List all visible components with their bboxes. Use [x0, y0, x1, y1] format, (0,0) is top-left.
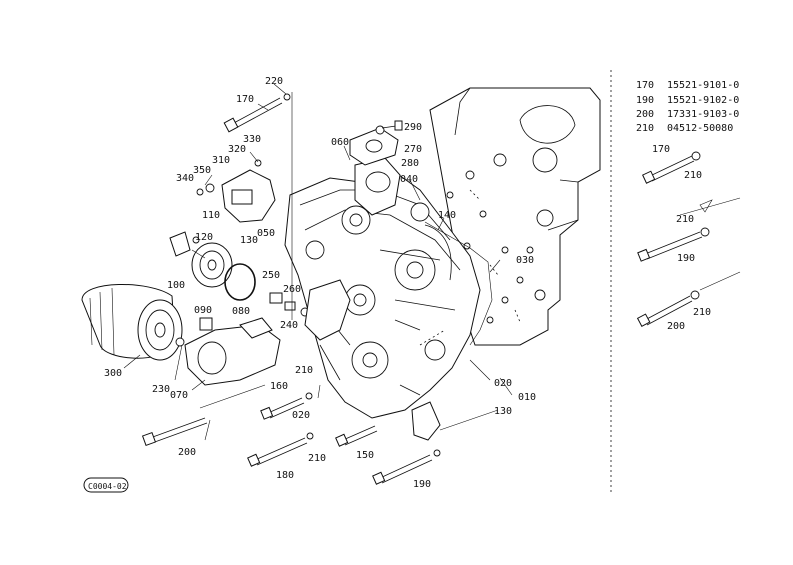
callout-labels: 220 170 330 320 310 350 340 110 120 130 …: [104, 76, 536, 490]
legend-part-1: 15521-9102-0: [667, 95, 739, 106]
bolt-200-left: [141, 417, 208, 447]
callout-030: 030: [516, 255, 534, 266]
callout-200: 200: [178, 447, 196, 458]
gear-case: [284, 169, 481, 419]
callout-110: 110: [202, 210, 220, 221]
callout-260: 260: [283, 284, 301, 295]
callout-250: 250: [262, 270, 280, 281]
callout-080: 080: [232, 306, 250, 317]
oil-pump-assembly: [196, 159, 276, 223]
pump-gear-100: [191, 242, 233, 288]
callout-100: 100: [167, 280, 185, 291]
cover-plate-020: [304, 279, 351, 341]
callout-320: 320: [228, 144, 246, 155]
callout-130b: 130: [494, 406, 512, 417]
callout-350: 350: [193, 165, 211, 176]
callout-330: 330: [243, 134, 261, 145]
filter-bracket-070: [175, 317, 281, 386]
bolt-150: [335, 425, 378, 447]
callout-010: 010: [518, 392, 536, 403]
parts-legend: 170 15521-9101-0 190 15521-9102-0 200 17…: [636, 80, 739, 134]
bolt-180: [247, 432, 314, 467]
callout-220: 220: [265, 76, 283, 87]
callout-020: 020: [494, 378, 512, 389]
callout-070: 070: [170, 390, 188, 401]
bolt-160: [260, 392, 313, 420]
callout-210: 210: [295, 365, 313, 376]
legend-ref-1: 190: [636, 95, 654, 106]
callout-050: 050: [257, 228, 275, 239]
callout-190: 190: [413, 479, 431, 490]
callout-210b: 210: [308, 453, 326, 464]
callout-340: 340: [176, 173, 194, 184]
callout-290: 290: [404, 122, 422, 133]
callout-060: 060: [331, 137, 349, 148]
callout-240: 240: [280, 320, 298, 331]
detail-callout-210b: 210: [676, 214, 694, 225]
legend-ref-0: 170: [636, 80, 654, 91]
detail-callout-200: 200: [667, 321, 685, 332]
oil-filter-300: [81, 283, 183, 361]
callout-040: 040: [400, 174, 418, 185]
detail-callout-210a: 210: [684, 170, 702, 181]
callout-310: 310: [212, 155, 230, 166]
detail-callout-170: 170: [652, 144, 670, 155]
leader-lines: [123, 83, 513, 441]
bolt-190: [372, 449, 441, 485]
bolt-290: [381, 120, 403, 131]
callout-300: 300: [104, 368, 122, 379]
plug-110: [169, 231, 200, 257]
legend-ref-3: 210: [636, 123, 654, 134]
detail-bolt-170: 170 210: [642, 144, 702, 184]
callout-120: 120: [195, 232, 213, 243]
legend-part-0: 15521-9101-0: [667, 80, 739, 91]
detail-callout-190: 190: [677, 253, 695, 264]
callout-140: 140: [438, 210, 456, 221]
callout-150: 150: [356, 450, 374, 461]
detail-bolt-200: 200 210: [636, 271, 741, 332]
detail-bolt-190: 210 190: [637, 197, 741, 264]
callout-230: 230: [152, 384, 170, 395]
stamp-text: C0004-02: [88, 482, 127, 491]
gasket-140: [424, 221, 493, 346]
bolt-170: [223, 93, 291, 133]
callout-090: 090: [194, 305, 212, 316]
callout-020b: 020: [292, 410, 310, 421]
o-ring-130: [224, 263, 256, 301]
callout-280: 280: [401, 158, 419, 169]
drawing-stamp: C0004-02: [83, 477, 129, 493]
callout-180: 180: [276, 470, 294, 481]
bracket-010: [411, 401, 441, 441]
callout-160: 160: [270, 381, 288, 392]
thermostat-housing: [349, 125, 430, 222]
legend-ref-2: 200: [636, 109, 654, 120]
callout-170: 170: [236, 94, 254, 105]
callout-270: 270: [404, 144, 422, 155]
fittings-250-260: [269, 292, 310, 317]
callout-130: 130: [240, 235, 258, 246]
detail-callout-210c: 210: [693, 307, 711, 318]
legend-part-3: 04512-50080: [667, 123, 733, 134]
legend-part-2: 17331-9103-0: [667, 109, 739, 120]
